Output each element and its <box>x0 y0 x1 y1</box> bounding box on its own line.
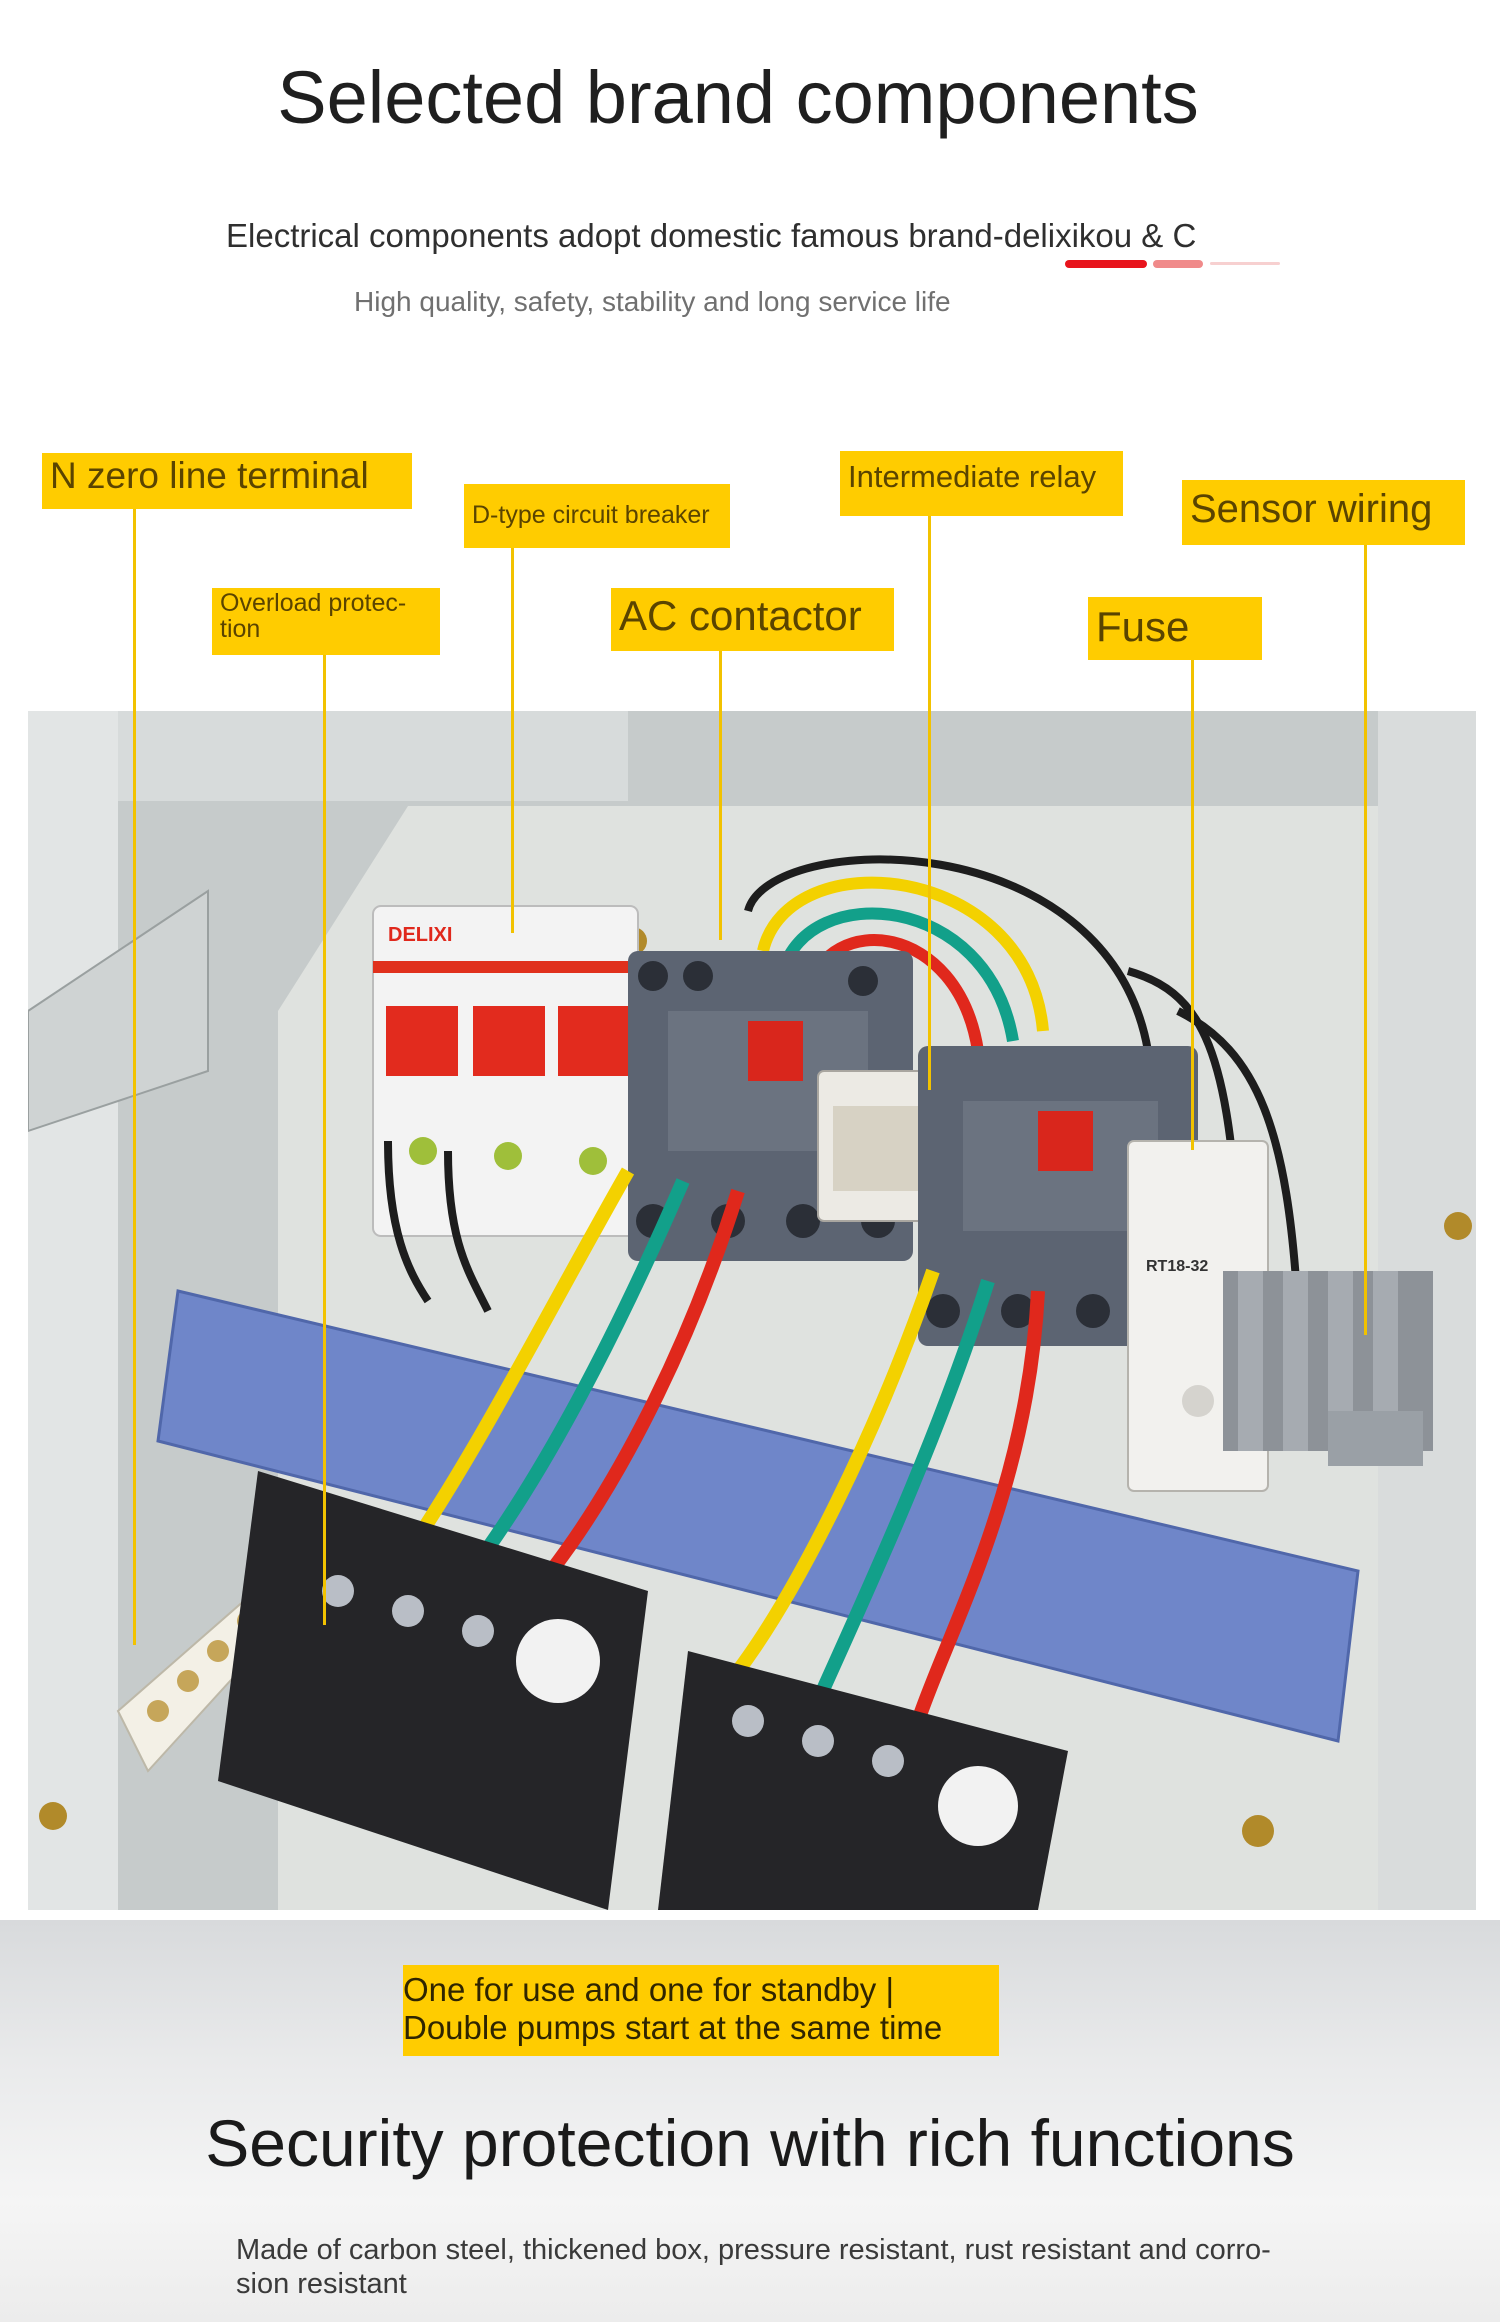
cabinet-illustration: DELIXI <box>28 711 1476 1910</box>
standby-line1: One for use and one for standby | <box>403 1971 895 2008</box>
label-ac-contactor: AC contactor <box>611 588 894 651</box>
section-description: Made of carbon steel, thickened box, pre… <box>236 2233 1296 2301</box>
wire-trunking <box>156 1289 1360 1743</box>
overload-relay-right <box>658 1651 1068 1910</box>
standby-line2: Double pumps start at the same time <box>403 2009 943 2046</box>
section-title: Security protection with rich functions <box>205 2106 1295 2180</box>
standby-banner: One for use and one for standby | Double… <box>403 1965 999 2056</box>
leader-fuse <box>1191 660 1194 1150</box>
sensor-terminal-block <box>1223 1271 1433 1466</box>
accent-line-red <box>1065 260 1147 268</box>
label-intermediate-relay: Intermediate relay <box>840 451 1123 516</box>
intermediate-relay <box>817 1070 949 1222</box>
ac-contactor-right <box>918 1046 1198 1346</box>
circuit-breaker: DELIXI <box>372 905 639 1237</box>
subtitle: Electrical components adopt domestic fam… <box>226 217 1197 254</box>
label-fuse: Fuse <box>1088 597 1262 660</box>
page-title: Selected brand components <box>277 56 1199 139</box>
label-overload-protection: Overload protec- tion <box>212 588 440 655</box>
leader-sensor <box>1364 545 1367 1335</box>
description-line2: sion resistant <box>236 2268 407 2300</box>
label-n-zero-line-terminal: N zero line terminal <box>42 453 412 509</box>
tagline: High quality, safety, stability and long… <box>354 286 951 317</box>
leader-relay <box>928 515 931 1090</box>
leader-breaker <box>511 548 514 933</box>
description-line1: Made of carbon steel, thickened box, pre… <box>236 2234 1271 2266</box>
accent-line-pink <box>1153 260 1203 268</box>
fuse-model: RT18-32 <box>1146 1258 1208 1275</box>
control-cabinet-photo: DELIXI <box>28 711 1476 1910</box>
breaker-brand: DELIXI <box>388 924 452 946</box>
label-sensor-wiring: Sensor wiring <box>1182 480 1465 545</box>
leader-ac-contactor <box>719 650 722 940</box>
leader-overload <box>323 655 326 1625</box>
label-overload-line1: Overload protec- <box>220 589 407 617</box>
label-d-type-circuit-breaker: D-type circuit breaker <box>464 484 730 548</box>
leader-n-zero <box>133 505 136 1645</box>
label-overload-line2: tion <box>220 615 261 644</box>
accent-line-faint <box>1210 262 1280 265</box>
